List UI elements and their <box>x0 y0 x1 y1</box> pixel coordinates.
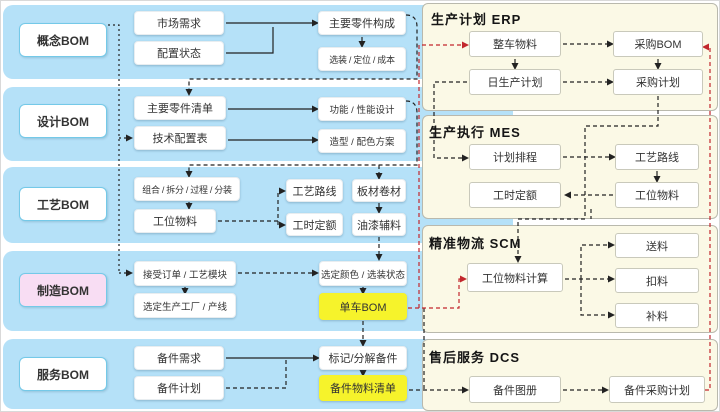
section-heading-erp: 生产计划 ERP <box>431 12 522 27</box>
node-main-parts-list: 主要零件清单 <box>134 96 226 120</box>
node-delivery-material: 送料 <box>615 233 699 258</box>
node-daily-production-plan: 日生产计划 <box>469 69 561 95</box>
node-select-plant-line: 选定生产工厂 / 产线 <box>134 293 236 318</box>
node-spare-demand: 备件需求 <box>134 346 224 370</box>
node-main-parts-composition: 主要零件构成 <box>318 11 406 35</box>
node-combine-split-process-subassembly: 组合 / 拆分 / 过程 / 分装 <box>134 177 240 201</box>
section-heading-scm: 精准物流 SCM <box>429 236 522 251</box>
node-labor-hour-quota-left: 工时定额 <box>286 213 343 236</box>
node-config-status: 配置状态 <box>134 41 224 65</box>
node-accept-order-process-module: 接受订单 / 工艺模块 <box>134 261 236 286</box>
node-station-material-mes: 工位物料 <box>615 182 699 208</box>
node-labor-hour-quota-mes: 工时定额 <box>469 182 561 208</box>
label-process-bom: 工艺BOM <box>19 187 107 221</box>
node-station-material-calc: 工位物料计算 <box>467 263 563 292</box>
node-option-position-cost: 选装 / 定位 / 成本 <box>318 47 406 71</box>
label-design-bom: 设计BOM <box>19 104 107 138</box>
node-process-route-mes: 工艺路线 <box>615 144 699 170</box>
node-select-color-option-status: 选定颜色 / 选装状态 <box>319 261 407 286</box>
node-spare-material-list: 备件物料清单 <box>319 375 407 401</box>
node-sheet-coil: 板材卷材 <box>352 179 406 202</box>
node-replenish-material: 补料 <box>615 303 699 328</box>
node-plan-scheduling: 计划排程 <box>469 144 561 170</box>
node-purchase-plan: 采购计划 <box>613 69 703 95</box>
node-styling-color-scheme: 造型 / 配色方案 <box>318 129 406 153</box>
node-function-performance-design: 功能 / 性能设计 <box>318 97 406 121</box>
node-mark-decompose-spare: 标记/分解备件 <box>319 346 407 370</box>
node-purchase-bom: 采购BOM <box>613 31 703 57</box>
node-paint-auxiliary: 油漆辅料 <box>352 213 406 236</box>
node-spare-plan: 备件计划 <box>134 376 224 400</box>
node-vehicle-material: 整车物料 <box>469 31 561 57</box>
label-service-bom: 服务BOM <box>19 357 107 391</box>
section-heading-dcs: 售后服务 DCS <box>429 350 521 365</box>
node-spare-purchase-plan: 备件采购计划 <box>609 376 705 403</box>
label-manufacturing-bom: 制造BOM <box>19 273 107 307</box>
node-single-vehicle-bom: 单车BOM <box>319 293 407 320</box>
node-process-route-left: 工艺路线 <box>286 179 343 202</box>
node-deduct-material: 扣料 <box>615 268 699 293</box>
label-concept-bom: 概念BOM <box>19 23 107 57</box>
node-station-material-left: 工位物料 <box>134 209 216 233</box>
section-heading-mes: 生产执行 MES <box>429 125 521 140</box>
node-market-demand: 市场需求 <box>134 11 224 35</box>
node-spare-parts-catalog: 备件图册 <box>469 376 561 403</box>
node-tech-config-table: 技术配置表 <box>134 126 226 150</box>
